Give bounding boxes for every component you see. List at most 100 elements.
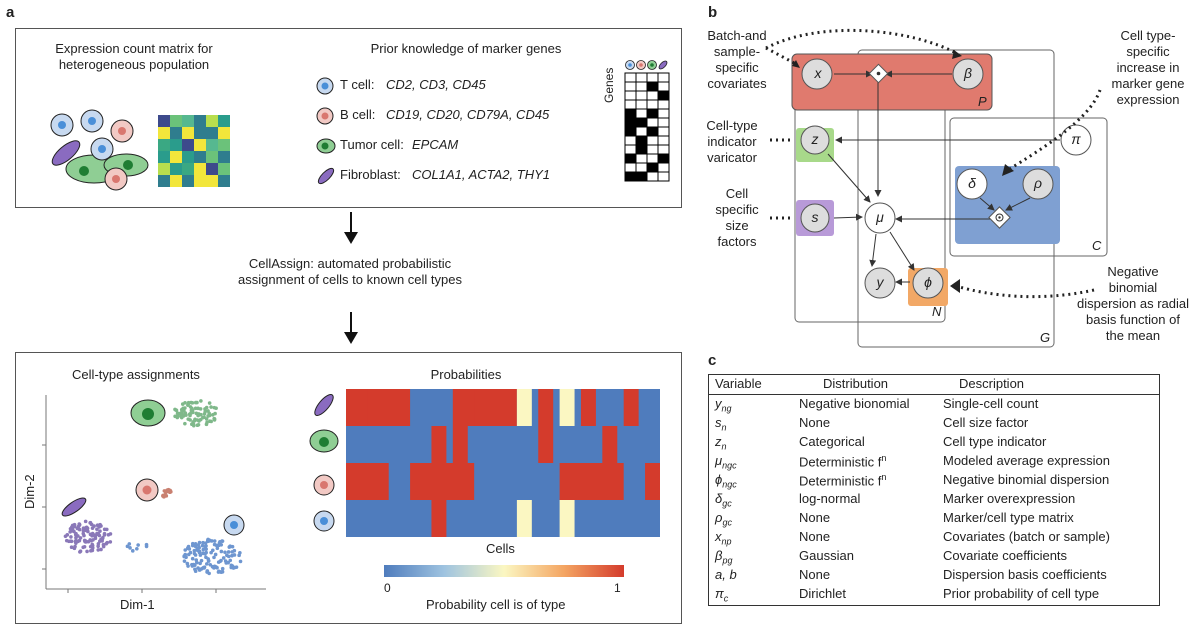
scatter-point xyxy=(81,531,86,536)
marker-row-fibroblast: Fibroblast: COL1A1, ACTA2, THY1 xyxy=(316,163,616,189)
expression-tile xyxy=(170,115,182,127)
scatter-point xyxy=(223,550,227,555)
table-cell-distribution: None xyxy=(799,415,830,430)
marker-matrix-cell xyxy=(646,90,659,101)
panel-letter-c: c xyxy=(708,352,717,369)
cells-label: Cells xyxy=(486,541,515,556)
marker-genes: CD19, CD20, CD79A, CD45 xyxy=(386,107,550,122)
scatter-point xyxy=(96,548,101,552)
expression-tile xyxy=(158,163,170,175)
plate-g-label: G xyxy=(1040,330,1051,345)
marker-matrix-cell xyxy=(646,81,659,92)
distribution-superscript: n xyxy=(881,472,887,482)
scatter-point xyxy=(205,420,209,425)
table-cell-distribution: Deterministic fn xyxy=(799,453,886,469)
table-cell-distribution: None xyxy=(799,529,830,544)
scatter-point xyxy=(181,414,186,418)
scatter-point xyxy=(200,543,205,548)
scatter-point xyxy=(203,541,208,545)
scatter-point xyxy=(203,546,208,551)
expression-tile xyxy=(218,115,230,127)
cell-population-illustration xyxy=(50,109,149,191)
scatter-point xyxy=(199,412,203,417)
expression-tile xyxy=(194,115,206,127)
distribution-text: Dirichlet xyxy=(799,586,846,601)
scatter-point xyxy=(162,495,166,499)
scatter-point xyxy=(186,552,191,557)
probability-cell xyxy=(538,389,554,426)
scatter-point xyxy=(92,524,96,528)
marker-matrix-cell xyxy=(635,90,648,101)
table-cell-description: Modeled average expression xyxy=(943,453,1110,468)
scatter-point xyxy=(91,538,95,542)
scatter-point xyxy=(96,541,101,546)
marker-binary-matrix xyxy=(624,60,670,182)
scatter-point xyxy=(204,405,209,410)
tumor-cell-icon xyxy=(130,399,166,427)
marker-matrix-cell xyxy=(657,81,670,92)
marker-matrix-cell xyxy=(646,108,659,119)
node-rho: ρ xyxy=(1033,175,1043,191)
variable-symbol: μ xyxy=(715,453,723,468)
marker-matrix-cell xyxy=(635,117,648,128)
expression-tile xyxy=(218,127,230,139)
scatter-point xyxy=(182,554,186,559)
expression-tile xyxy=(206,175,218,187)
scatter-point xyxy=(83,519,88,524)
variable-symbol: δ xyxy=(715,491,723,506)
scatter-point xyxy=(173,414,177,419)
expression-tile xyxy=(218,163,230,175)
scatter-point xyxy=(201,551,205,556)
scatter-point xyxy=(188,418,192,422)
marker-matrix-cell xyxy=(646,99,659,110)
cell-type-scatter xyxy=(42,395,266,593)
scatter-point xyxy=(218,570,223,574)
panel-letter-a: a xyxy=(6,4,15,21)
table-cell-variable: zn xyxy=(715,434,727,452)
scatter-point xyxy=(186,544,191,549)
scatter-point xyxy=(193,553,198,557)
distribution-text: None xyxy=(799,567,831,582)
scatter-point xyxy=(86,529,90,534)
table-cell-description: Negative binomial dispersion xyxy=(943,472,1110,487)
expression-tile xyxy=(218,139,230,151)
scatter-point xyxy=(193,400,198,405)
scatter-point xyxy=(102,533,107,537)
table-cell-distribution: None xyxy=(799,510,830,525)
table-header-variable: Variable xyxy=(715,376,762,391)
b-cell-icon xyxy=(316,107,334,125)
variable-symbol: s xyxy=(715,415,722,430)
scatter-point xyxy=(197,540,202,545)
expression-tile xyxy=(206,139,218,151)
expression-tile xyxy=(170,139,182,151)
scatter-point xyxy=(78,536,83,540)
table-header-description: Description xyxy=(959,376,1025,391)
scatter-point xyxy=(227,545,232,549)
marker-genes: COL1A1, ACTA2, THY1 xyxy=(412,167,550,182)
marker-matrix-cell xyxy=(624,99,637,110)
marker-matrix-cell xyxy=(635,144,648,155)
scatter-point xyxy=(183,548,188,552)
marker-row-tumor: Tumor cell: EPCAM xyxy=(316,133,616,159)
scatter-point xyxy=(202,566,207,570)
scatter-point xyxy=(83,539,88,543)
probability-cell xyxy=(367,389,411,426)
expression-tile xyxy=(206,151,218,163)
scatter-point xyxy=(125,544,130,549)
marker-matrix-cell xyxy=(635,171,648,182)
scatter-point xyxy=(69,545,74,549)
scatter-point xyxy=(190,564,195,568)
marker-row-bcell: B cell: CD19, CD20, CD79A, CD45 xyxy=(316,103,616,129)
table-cell-description: Dispersion basis coefficients xyxy=(943,567,1107,582)
scatter-point xyxy=(238,550,242,555)
scatter-point xyxy=(95,527,99,532)
marker-matrix-cell xyxy=(624,171,637,182)
scatter-point xyxy=(176,414,180,419)
node-pi: π xyxy=(1071,131,1081,147)
scatter-point xyxy=(144,542,149,547)
scatter-point xyxy=(108,540,113,544)
scatter-point xyxy=(209,419,213,424)
